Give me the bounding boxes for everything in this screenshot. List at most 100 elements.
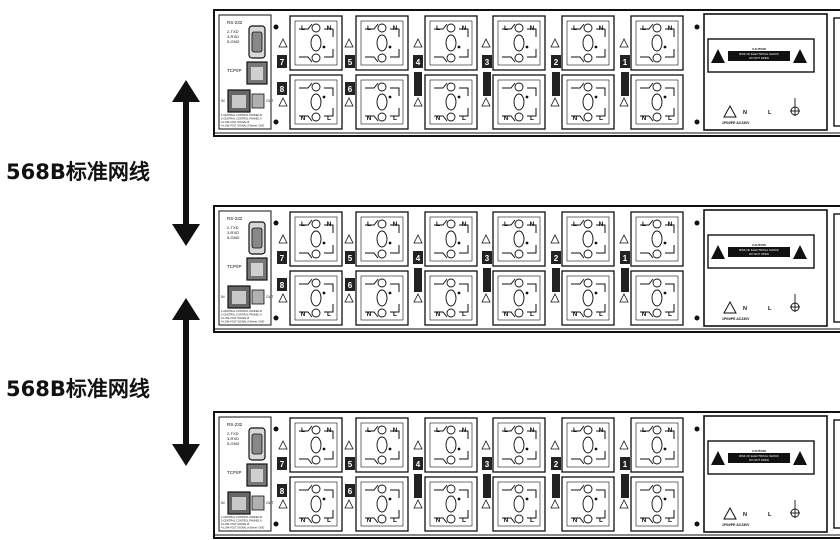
socket-contacts bbox=[365, 484, 400, 498]
channel-number: 5 bbox=[348, 58, 353, 67]
socket-pin-hole bbox=[583, 425, 593, 435]
socket-frame bbox=[630, 211, 684, 267]
serial-pin-label: 3-RXD bbox=[227, 230, 239, 235]
socket-contacts bbox=[571, 484, 606, 498]
socket-label-n: N bbox=[668, 221, 673, 228]
socket-contacts bbox=[365, 278, 400, 292]
socket-dot bbox=[322, 95, 326, 99]
caution-band bbox=[728, 51, 790, 61]
socket-inner-frame bbox=[635, 20, 679, 66]
socket-ground-hole bbox=[445, 495, 457, 513]
socket-pin-hole bbox=[583, 112, 593, 122]
socket-frame bbox=[424, 476, 478, 532]
channel-number: 6 bbox=[348, 281, 353, 290]
socket-inner-frame bbox=[429, 422, 473, 468]
socket-label-n: N bbox=[393, 427, 398, 434]
socket-dot bbox=[594, 45, 598, 49]
socket-pin-hole bbox=[377, 278, 387, 288]
channel-number: 1 bbox=[623, 254, 628, 263]
terminal-label-n: N bbox=[743, 110, 747, 116]
channel-badge bbox=[413, 251, 423, 264]
socket-pin-hole bbox=[446, 112, 456, 122]
socket-pin-hole bbox=[652, 425, 662, 435]
socket-label-l: N bbox=[367, 115, 372, 122]
socket-contacts bbox=[365, 82, 400, 96]
socket-contacts bbox=[434, 425, 469, 439]
socket-ground-hole bbox=[651, 436, 663, 454]
socket-contacts bbox=[502, 451, 537, 465]
socket-contacts bbox=[640, 49, 675, 63]
channel-separator bbox=[552, 268, 560, 292]
socket-pin-hole bbox=[514, 112, 524, 122]
socket-pin-hole bbox=[446, 308, 456, 318]
socket-frame bbox=[289, 211, 343, 267]
channel-badge bbox=[413, 55, 423, 68]
socket-inner-frame bbox=[497, 275, 541, 321]
socket-frame bbox=[492, 476, 546, 532]
socket-frame bbox=[424, 270, 478, 326]
socket-pin-hole bbox=[514, 308, 524, 318]
socket-dot bbox=[525, 241, 529, 245]
socket-inner-frame bbox=[635, 275, 679, 321]
socket-inner-frame bbox=[360, 20, 404, 66]
socket-label-l: L bbox=[573, 221, 577, 228]
socket-inner-frame bbox=[497, 79, 541, 125]
socket-label-n: L bbox=[327, 517, 331, 524]
socket-pin-hole bbox=[514, 53, 524, 63]
socket-dot bbox=[457, 95, 461, 99]
socket-label-n: N bbox=[327, 427, 332, 434]
channel-badge bbox=[345, 457, 355, 470]
socket-label-l: L bbox=[367, 221, 371, 228]
socket-contacts bbox=[299, 304, 334, 318]
socket-label-n: L bbox=[393, 311, 397, 318]
socket-pin-hole bbox=[514, 23, 524, 33]
socket-label-n: L bbox=[599, 311, 603, 318]
socket-inner-frame bbox=[429, 79, 473, 125]
socket-ground-hole bbox=[310, 289, 322, 307]
channel-separator bbox=[483, 268, 491, 292]
caution-line: RISK OF ELECTRICAL SHOCK bbox=[739, 248, 779, 252]
socket-frame bbox=[492, 15, 546, 71]
socket-pin-hole bbox=[583, 219, 593, 229]
socket-contacts bbox=[434, 82, 469, 96]
serial-pin-label: 3-RXD bbox=[227, 34, 239, 39]
warning-icon bbox=[619, 97, 629, 107]
channel-badge bbox=[277, 251, 287, 264]
network-port-socket bbox=[251, 67, 263, 80]
socket-pin-hole bbox=[377, 514, 387, 524]
mounting-screw bbox=[694, 220, 700, 226]
socket-label-l: L bbox=[301, 25, 305, 32]
socket-dot bbox=[663, 241, 667, 245]
socket-inner-frame bbox=[294, 422, 338, 468]
power-rating: 1P/N/PE AC230V bbox=[722, 121, 750, 125]
socket-inner-frame bbox=[360, 216, 404, 262]
socket-contacts bbox=[502, 219, 537, 233]
socket-dot bbox=[388, 95, 392, 99]
socket-ground-hole bbox=[513, 495, 525, 513]
socket-pin-hole bbox=[583, 249, 593, 259]
socket-pin-hole bbox=[583, 23, 593, 33]
arrow-head-up bbox=[172, 298, 200, 320]
channel-number: 3 bbox=[485, 254, 490, 263]
socket-dot bbox=[663, 45, 667, 49]
socket-pin-hole bbox=[652, 53, 662, 63]
socket-frame bbox=[561, 417, 615, 473]
terminal-label-l: L bbox=[768, 512, 772, 518]
socket-inner-frame bbox=[294, 216, 338, 262]
mounting-screw bbox=[694, 315, 700, 321]
channel-separator bbox=[483, 72, 491, 96]
socket-pin-hole bbox=[652, 249, 662, 259]
socket-inner-frame bbox=[497, 20, 541, 66]
socket-ground-hole bbox=[376, 289, 388, 307]
socket-label-n: N bbox=[599, 221, 604, 228]
socket-pin-hole bbox=[311, 249, 321, 259]
socket-pin-hole bbox=[311, 53, 321, 63]
network-port-socket bbox=[232, 95, 246, 108]
socket-contacts bbox=[571, 510, 606, 524]
